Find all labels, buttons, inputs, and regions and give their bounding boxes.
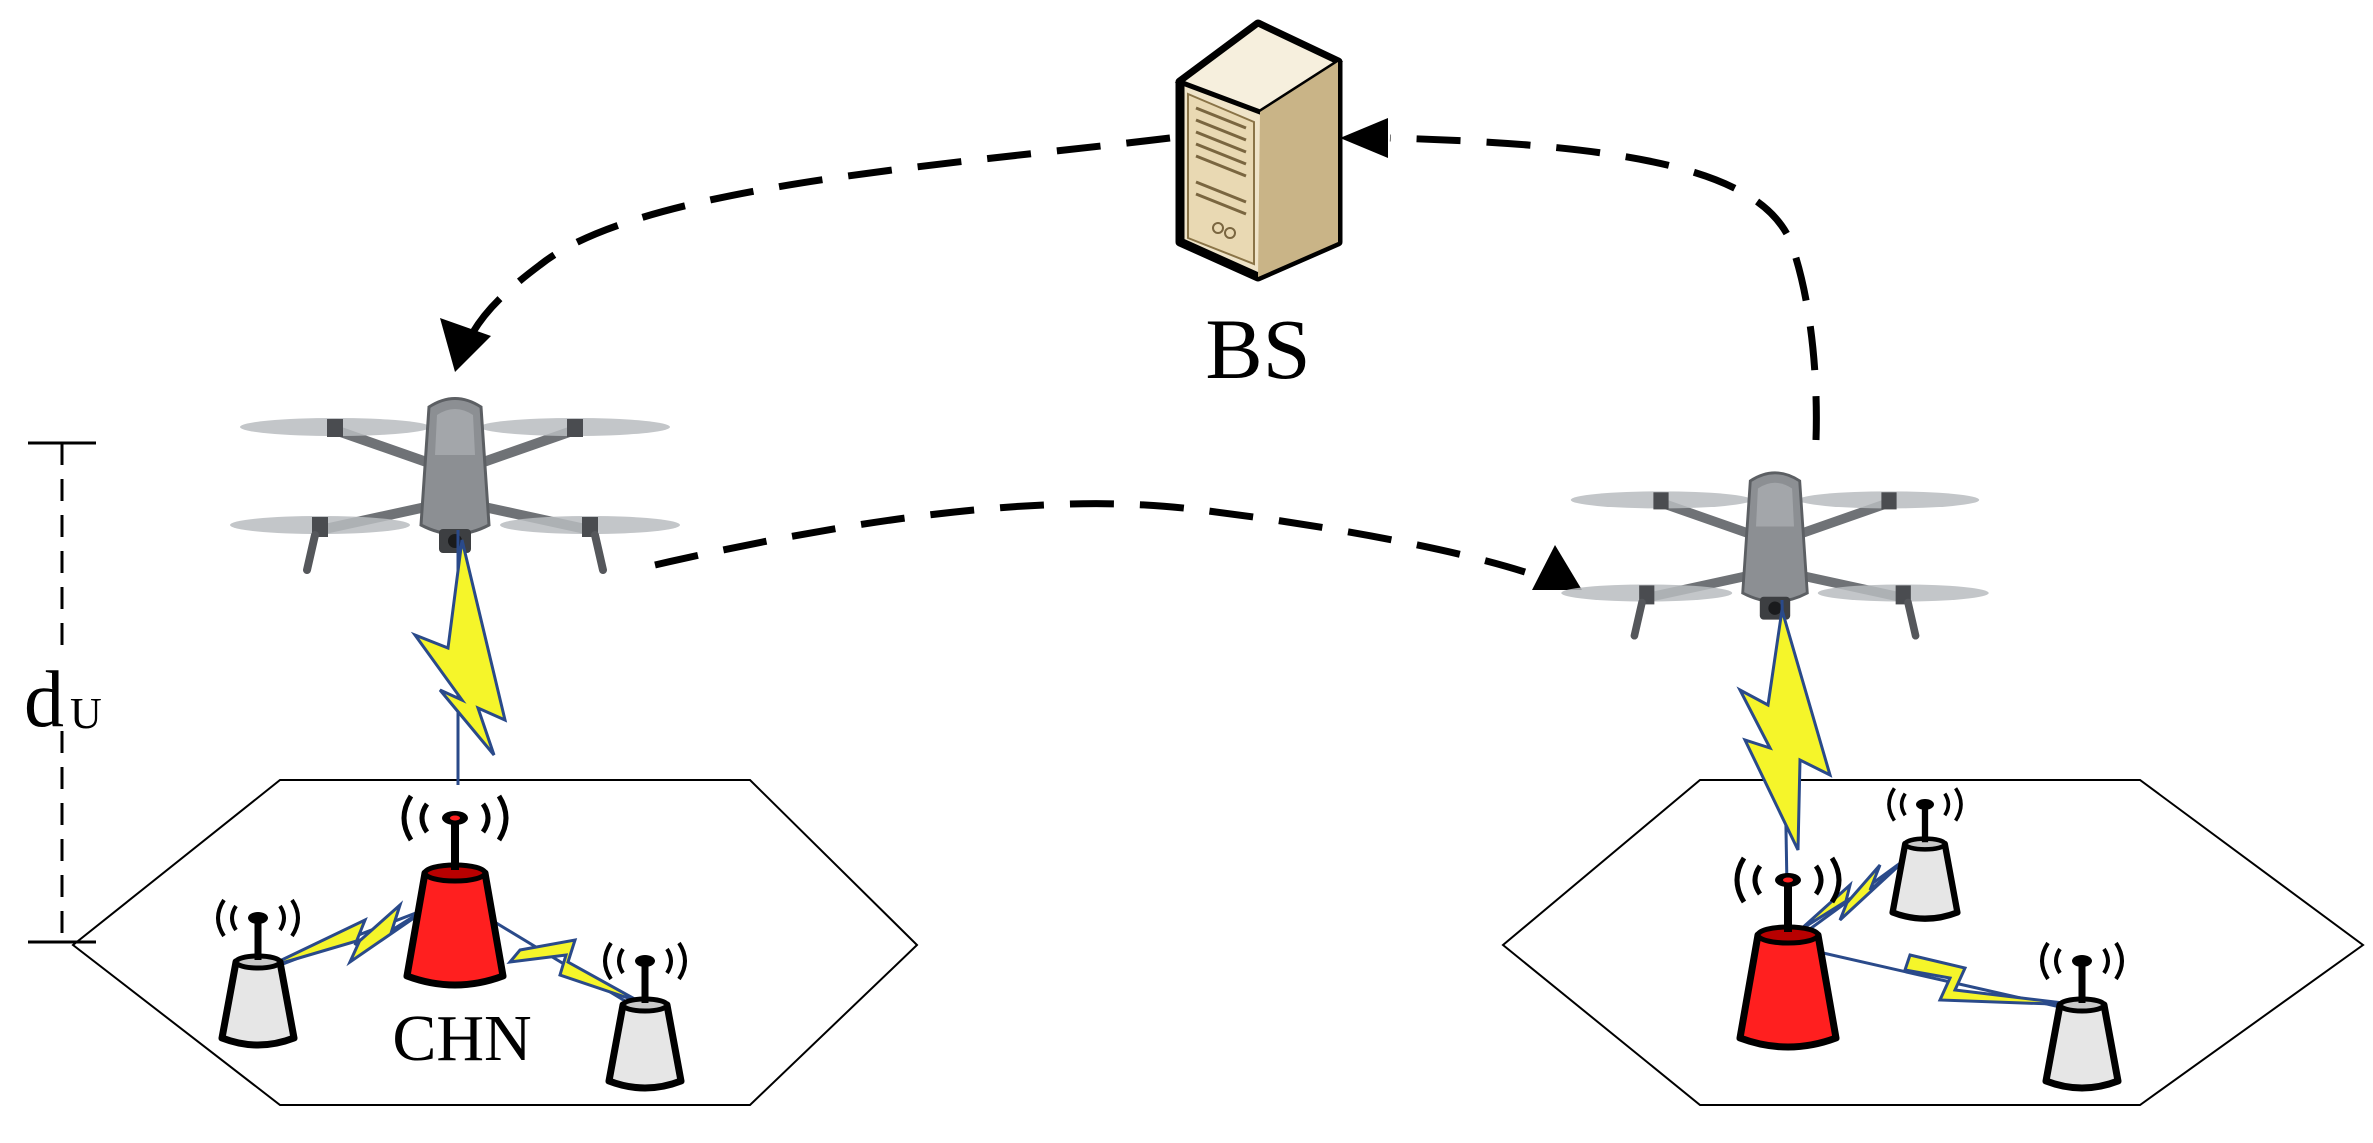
left-cluster-links (261, 896, 641, 1012)
left-cluster-area (71, 779, 919, 1106)
base-station-server-icon (1174, 19, 1344, 282)
data-flow-paths (440, 118, 1820, 590)
right-uav-drone-icon (1561, 473, 1989, 636)
arrow-to-bs-icon (1340, 118, 1388, 158)
arrow-to-right-uav-icon (1532, 545, 1582, 590)
height-label-subscript: U (70, 689, 102, 738)
right-sensor-node-1-icon (1889, 788, 1961, 919)
arrow-to-left-uav-icon (440, 318, 491, 372)
left-sensor-node-1-icon (218, 900, 298, 1045)
chn-label: CHN (392, 1002, 531, 1075)
left-cluster-head-node-icon (404, 796, 506, 985)
right-sensor-node-2-icon (2042, 943, 2122, 1088)
height-label: d (24, 656, 64, 744)
left-uav-link-lightning-icon (410, 530, 508, 785)
right-cluster-area (1501, 779, 2365, 1106)
left-sensor-node-2-icon (605, 943, 685, 1088)
height-dimension: d U (20, 441, 110, 944)
right-cluster-head-node-icon (1737, 858, 1839, 1047)
left-uav-drone-icon (230, 399, 680, 571)
bs-label: BS (1205, 301, 1310, 397)
